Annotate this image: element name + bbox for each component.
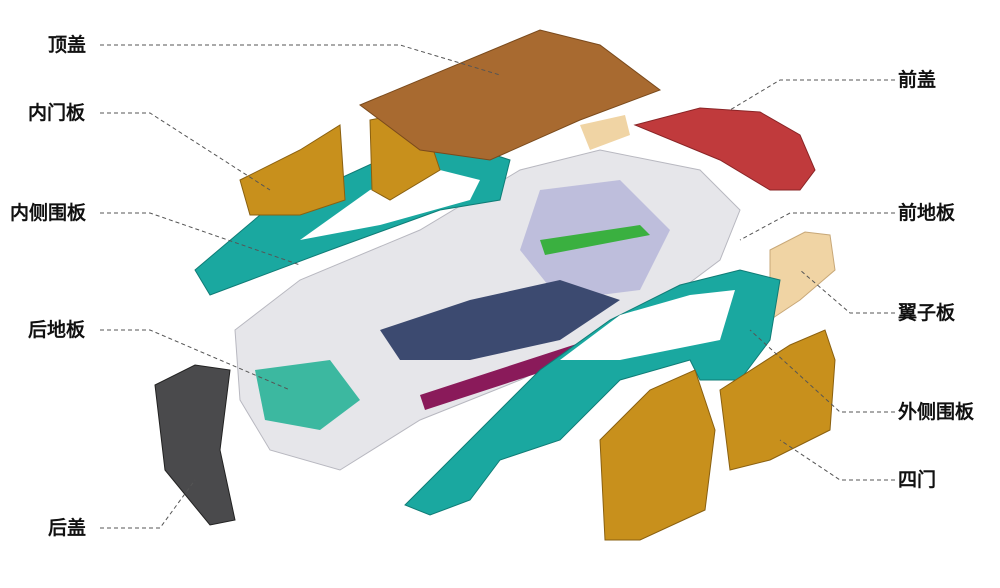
green-crossmember <box>540 225 650 255</box>
leader-fender <box>799 269 895 314</box>
roof-panel <box>359 29 662 161</box>
inner-door-panel <box>239 124 346 216</box>
leader-roof <box>100 44 501 76</box>
label-four-doors: 四门 <box>898 469 937 491</box>
label-inner-door-panel: 内门板 <box>28 102 86 124</box>
label-hood: 前盖 <box>898 69 937 91</box>
leader-front-floor <box>739 212 895 241</box>
trunk-lid-panel <box>154 364 236 526</box>
leader-hood <box>729 79 895 111</box>
leader-rear-floor <box>100 329 291 391</box>
label-trunk-lid: 后盖 <box>48 517 87 539</box>
hood-panel <box>633 107 816 191</box>
leader-inner-door <box>100 112 271 191</box>
label-roof: 顶盖 <box>48 34 87 56</box>
rear-door-panel <box>599 369 716 541</box>
label-rear-floor: 后地板 <box>28 319 86 341</box>
inner-side-panel-window <box>300 170 480 240</box>
label-fender: 翼子板 <box>898 302 956 324</box>
label-inner-side-panel: 内侧围板 <box>10 202 87 224</box>
floor-tunnel <box>380 280 620 360</box>
front-door-panel <box>719 329 836 471</box>
small-front-part <box>580 115 630 150</box>
leader-trunk <box>100 479 196 529</box>
rear-floor-part <box>255 360 360 430</box>
leader-inner-side <box>100 212 301 266</box>
label-outer-side-panel: 外侧围板 <box>898 401 975 423</box>
label-front-floor: 前地板 <box>898 202 956 224</box>
outer-side-panel-window <box>560 290 735 360</box>
leader-outer-side <box>749 329 895 413</box>
fender-panel <box>769 231 836 321</box>
leader-lines <box>100 44 895 529</box>
